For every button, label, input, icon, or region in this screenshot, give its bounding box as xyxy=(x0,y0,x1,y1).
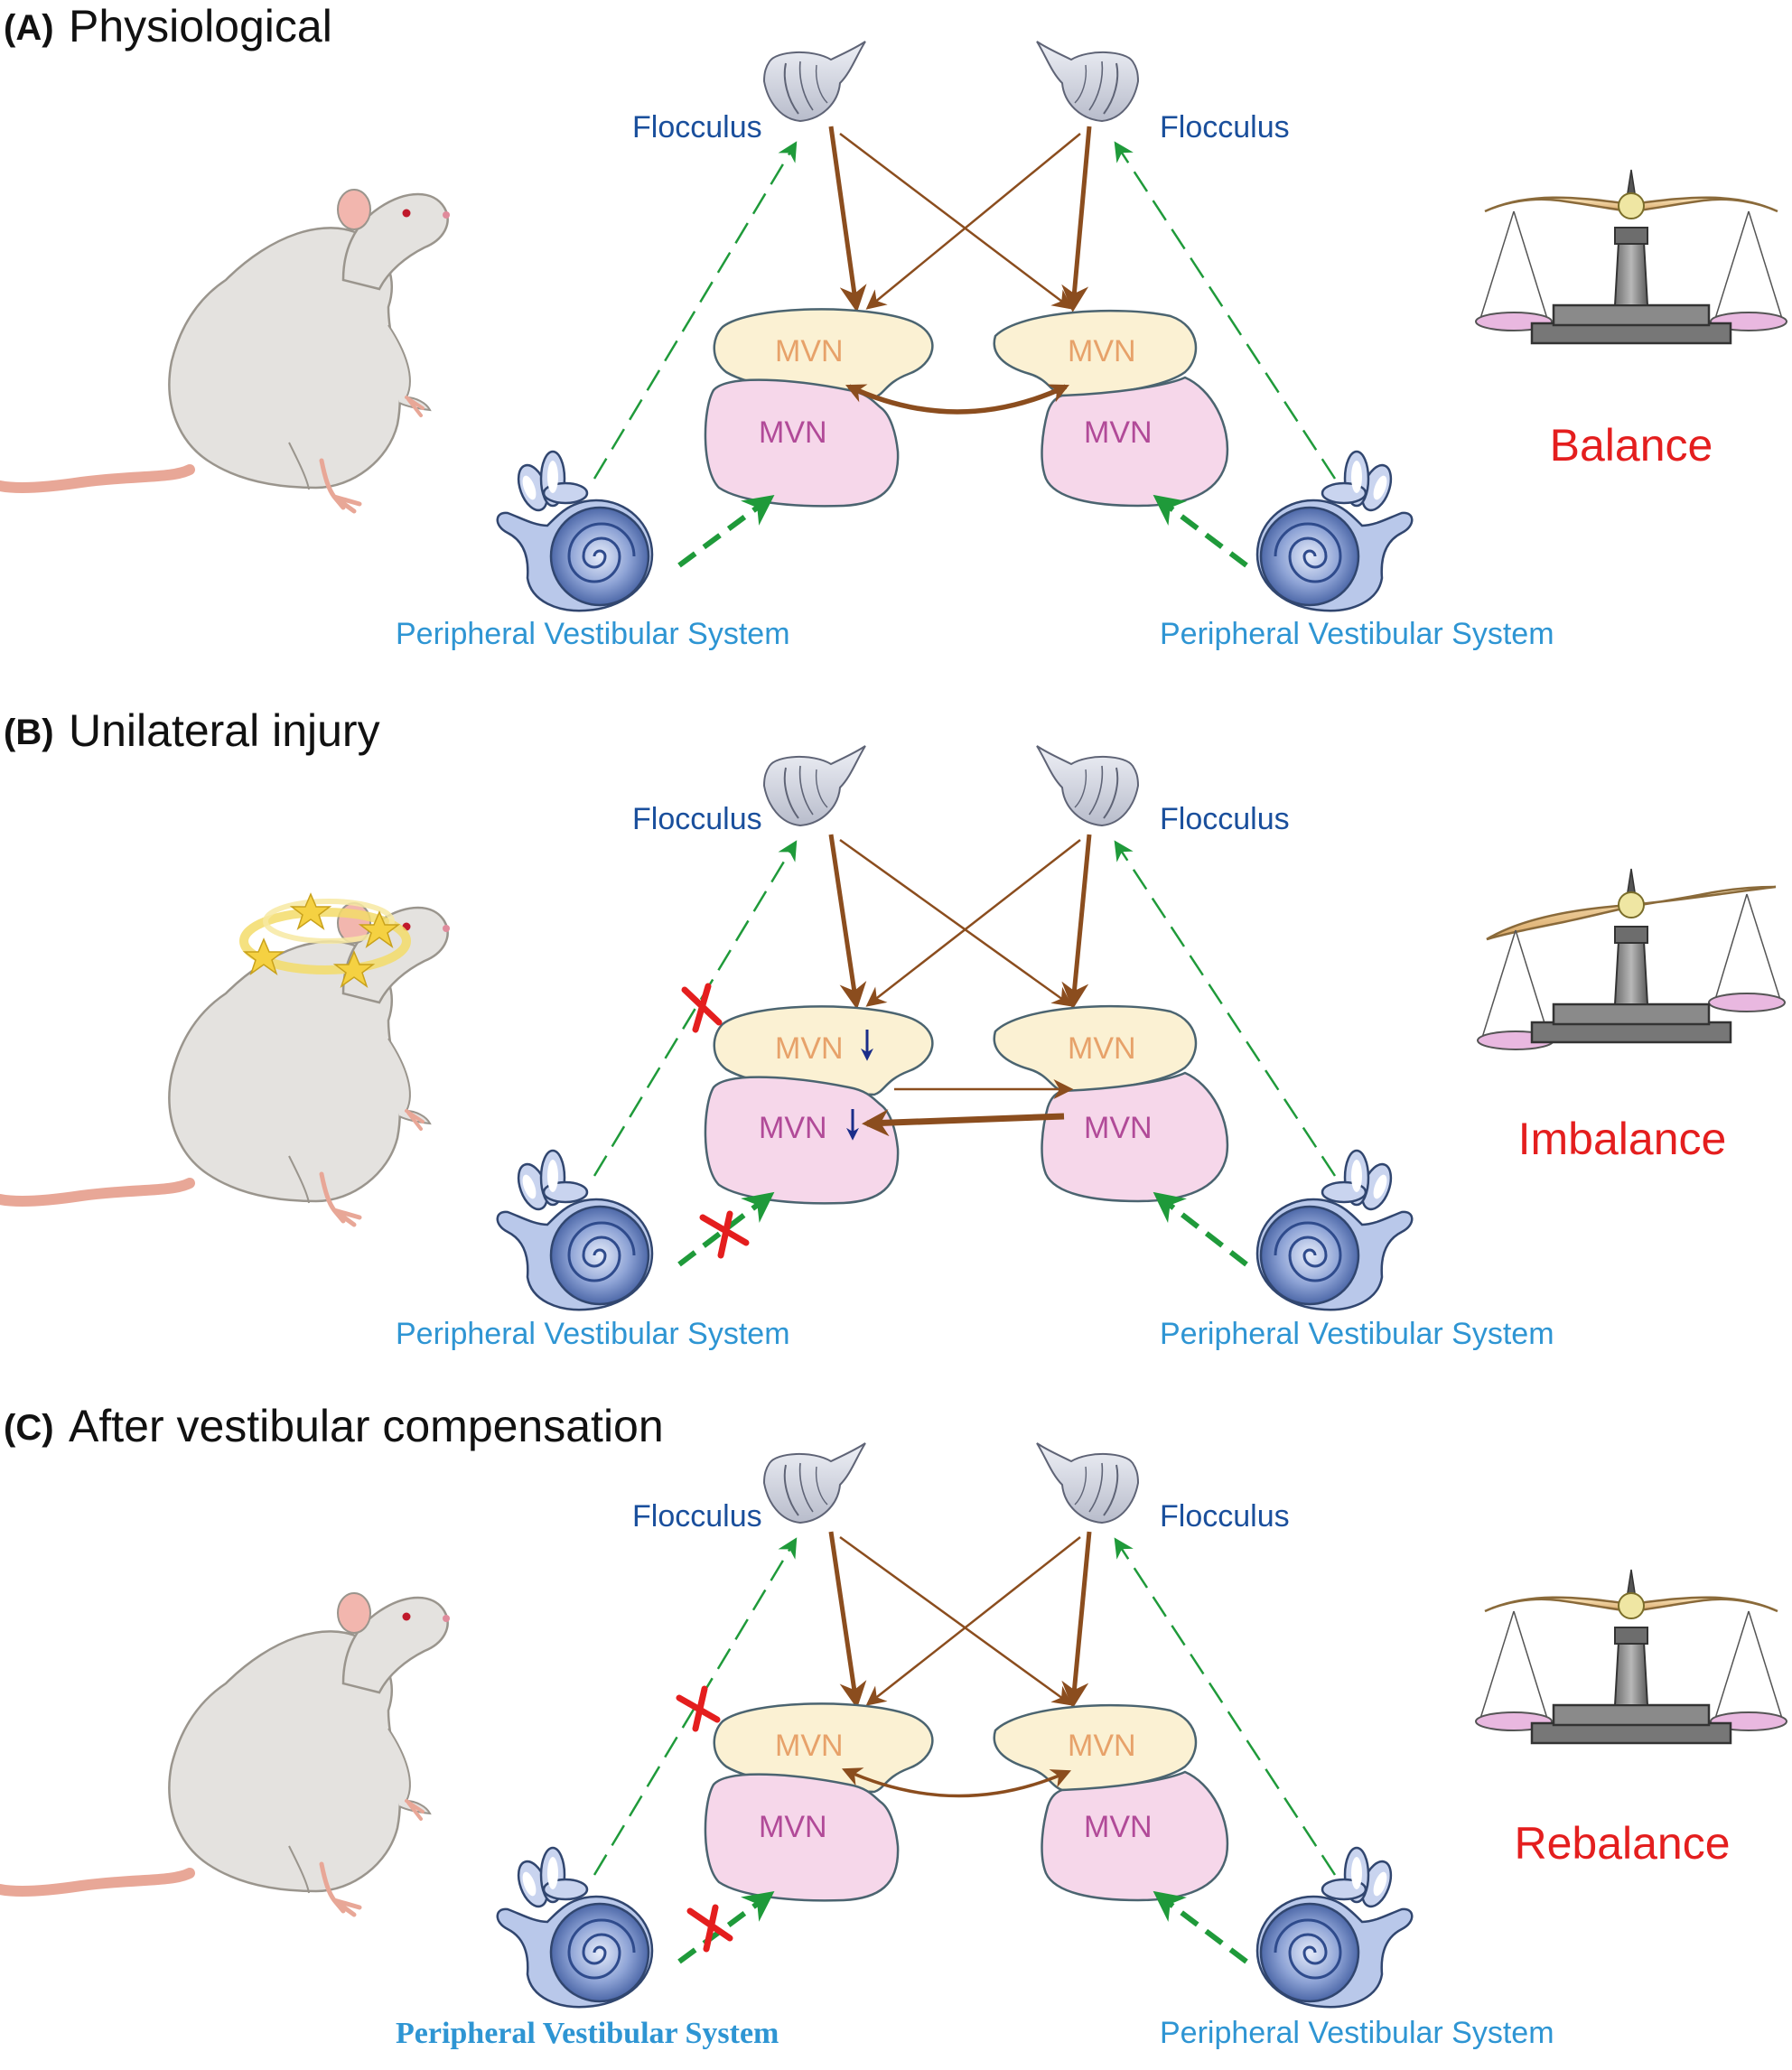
flocculus-right-ipsi-arrow xyxy=(1061,834,1092,1010)
rat-illustration xyxy=(0,190,450,511)
flocculus-right-icon xyxy=(1036,745,1139,826)
state-label-balance: Balance xyxy=(1550,420,1713,471)
flocculus-left-label: Flocculus xyxy=(632,802,762,836)
state-label-imbalance: Imbalance xyxy=(1518,1114,1727,1164)
flocculus-left-contra-arrow xyxy=(839,838,1073,1007)
mvn-right: MVN MVN xyxy=(993,1004,1229,1203)
vestibular-organ-right-icon xyxy=(1255,450,1414,612)
rat-illustration xyxy=(0,1593,450,1915)
flocculus-right-contra-arrow xyxy=(865,1536,1081,1706)
vestibular-to-mvn-left-arrow xyxy=(677,1191,775,1267)
state-label-rebalance: Rebalance xyxy=(1514,1818,1730,1869)
imbalance-scale-icon xyxy=(1477,867,1786,1050)
mvn-left: MVN MVN xyxy=(704,308,934,508)
mvn-right-upper-label: MVN xyxy=(1068,334,1136,368)
panel-a-letter: (A) xyxy=(4,8,54,48)
injury-cross-icon xyxy=(699,1210,750,1259)
injury-cross-icon xyxy=(681,983,723,1033)
mvn-left: MVN MVN xyxy=(704,1702,934,1902)
flocculus-left-icon xyxy=(763,1442,866,1524)
mvn-right: MVN MVN xyxy=(993,1703,1229,1902)
commissural-arrow xyxy=(841,1767,1072,1798)
vestibular-to-flocculus-right-arrow xyxy=(1114,840,1337,1177)
mvn-right: MVN MVN xyxy=(993,309,1229,508)
mvn-left-lower-label: MVN xyxy=(759,1111,827,1145)
vestibular-to-flocculus-left-arrow xyxy=(593,840,798,1177)
flocculus-left-ipsi-arrow xyxy=(828,1531,867,1709)
vestibular-organ-left-icon xyxy=(496,1149,654,1311)
commissural-arrow xyxy=(845,384,1069,415)
flocculus-left-label: Flocculus xyxy=(632,1499,762,1534)
flocculus-left-contra-arrow xyxy=(839,1535,1073,1706)
flocculus-right-ipsi-arrow xyxy=(1061,126,1092,312)
vestibular-to-mvn-left-arrow xyxy=(677,494,775,568)
pvs-right-label: Peripheral Vestibular System xyxy=(1160,1317,1554,1351)
pvs-left-label: Peripheral Vestibular System xyxy=(396,617,790,651)
mvn-right-lower-label: MVN xyxy=(1084,1810,1153,1844)
flocculus-right-label: Flocculus xyxy=(1160,110,1290,145)
mvn-right-lower-label: MVN xyxy=(1084,1111,1153,1145)
mvn-right-lower-label: MVN xyxy=(1084,415,1153,450)
flocculus-right-contra-arrow xyxy=(865,839,1081,1007)
rat-illustration xyxy=(0,903,450,1225)
vestibular-to-mvn-right-arrow xyxy=(1153,1191,1248,1267)
flocculus-right-contra-arrow xyxy=(865,133,1081,310)
vestibular-to-mvn-right-arrow xyxy=(1153,494,1248,568)
balance-scale-icon xyxy=(1475,168,1787,345)
dizzy-stars-icon xyxy=(239,892,411,988)
mvn-left-upper-label: MVN xyxy=(775,1031,844,1066)
mvn-left-upper-label: MVN xyxy=(775,334,844,368)
flocculus-left-contra-arrow xyxy=(839,133,1073,310)
mvn-right-upper-label: MVN xyxy=(1068,1031,1136,1066)
mvn-right-upper-label: MVN xyxy=(1068,1729,1136,1763)
flocculus-left-icon xyxy=(763,41,866,122)
panel-a: (A) Physiological Flocculus Flocculus MV… xyxy=(0,1,1787,651)
vestibular-organ-left-icon xyxy=(496,450,654,612)
panel-b-title: Unilateral injury xyxy=(69,705,380,756)
rebalance-scale-icon xyxy=(1475,1568,1787,1745)
flocculus-left-label: Flocculus xyxy=(632,110,762,145)
mvn-left-upper-label: MVN xyxy=(775,1729,844,1763)
panel-c: (C) After vestibular compensation Floccu… xyxy=(0,1401,1787,2050)
vestibular-organ-right-icon xyxy=(1255,1846,1414,2009)
flocculus-right-ipsi-arrow xyxy=(1061,1531,1092,1709)
flocculus-right-icon xyxy=(1036,1442,1139,1524)
panel-c-title: After vestibular compensation xyxy=(69,1401,664,1451)
pvs-right-label: Peripheral Vestibular System xyxy=(1160,2016,1554,2050)
panel-b: (B) Unilateral injury Flocculus Flocculu… xyxy=(0,705,1786,1351)
vestibular-to-flocculus-left-arrow xyxy=(593,141,798,480)
panel-b-letter: (B) xyxy=(4,713,54,752)
vestibular-to-mvn-right-arrow xyxy=(1153,1890,1248,1964)
flocculus-right-label: Flocculus xyxy=(1160,802,1290,836)
flocculus-left-ipsi-arrow xyxy=(828,126,867,312)
vestibular-organ-left-icon xyxy=(496,1846,654,2009)
panel-a-title: Physiological xyxy=(69,1,332,51)
flocculus-left-icon xyxy=(763,745,866,826)
flocculus-right-label: Flocculus xyxy=(1160,1499,1290,1534)
injury-cross-icon xyxy=(686,1904,733,1953)
mvn-left: MVN MVN xyxy=(704,1005,934,1205)
pvs-left-label: Peripheral Vestibular System xyxy=(396,2017,779,2050)
mvn-left-lower-label: MVN xyxy=(759,1810,827,1844)
panel-c-letter: (C) xyxy=(4,1408,54,1448)
flocculus-right-icon xyxy=(1036,41,1139,122)
injury-cross-icon xyxy=(676,1685,721,1732)
flocculus-left-ipsi-arrow xyxy=(828,834,867,1010)
pvs-right-label: Peripheral Vestibular System xyxy=(1160,617,1554,651)
mvn-left-lower-label: MVN xyxy=(759,415,827,450)
vestibular-to-mvn-left-arrow xyxy=(677,1890,775,1964)
pvs-left-label: Peripheral Vestibular System xyxy=(396,1317,790,1351)
commissural-strong-arrow xyxy=(862,1109,1065,1137)
